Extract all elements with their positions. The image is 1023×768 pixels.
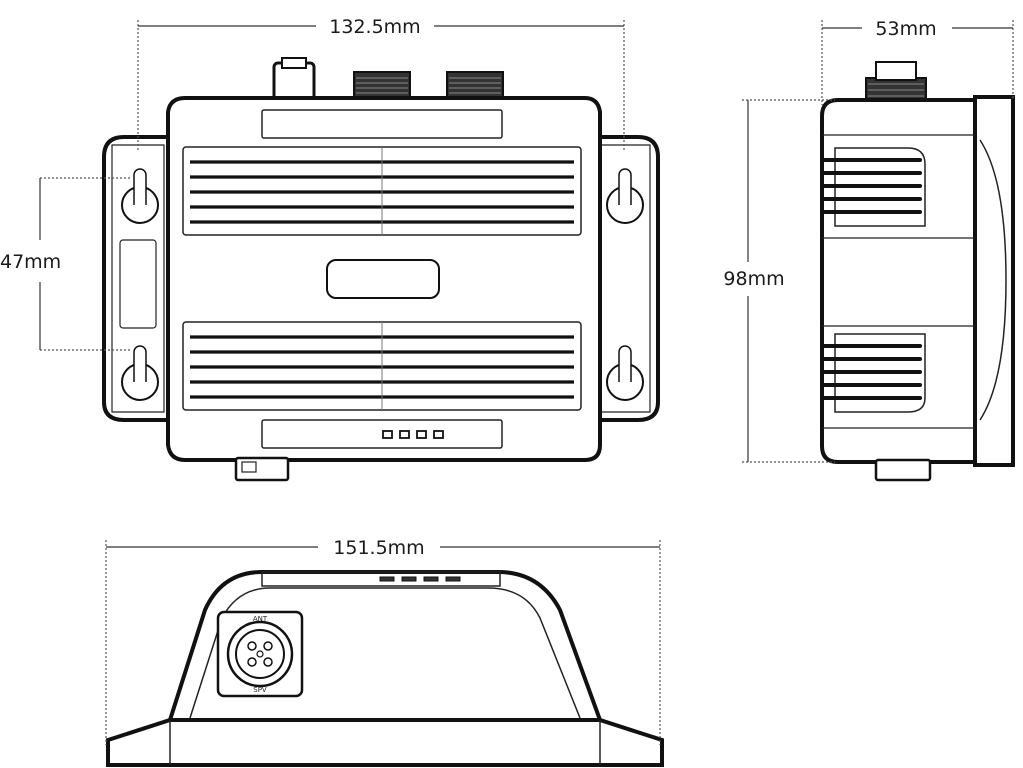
- side-body: [820, 98, 977, 464]
- front-view: [102, 57, 660, 482]
- bottom-status-leds: [379, 576, 461, 582]
- keyhole-slot-top-right: [606, 168, 644, 224]
- bottom-view: ANT SPV: [106, 570, 664, 767]
- dim-label-side-height: 98mm: [723, 268, 784, 290]
- side-power-connector: [874, 458, 932, 482]
- side-view: [820, 61, 1015, 482]
- bottom-base: [106, 718, 664, 767]
- connector-label-bottom: SPV: [253, 686, 267, 694]
- dim-label-mount-spacing: 47mm: [0, 251, 61, 273]
- bottom-top-strip: [261, 571, 501, 587]
- side-fins-bottom: [822, 344, 922, 400]
- connector-label-top: ANT: [253, 615, 268, 623]
- flange-label-recess: [119, 239, 157, 329]
- keyhole-slot-bottom-right: [606, 345, 644, 401]
- side-endcap: [973, 95, 1015, 467]
- dim-mount-spacing: 47mm: [0, 177, 130, 351]
- dim-label-front-width: 132.5mm: [329, 16, 420, 38]
- dim-bottom-width: 151.5mm: [105, 537, 661, 745]
- keyhole-slot-bottom-left: [121, 345, 159, 401]
- round-power-connector: ANT SPV: [216, 610, 304, 698]
- side-fins-top: [822, 158, 922, 214]
- bottom-label-strip: [261, 419, 503, 449]
- dim-label-bottom-width: 151.5mm: [333, 537, 424, 559]
- keyhole-slot-top-left: [121, 168, 159, 224]
- antenna-connector-cap: [281, 57, 307, 69]
- power-connector-front: [234, 456, 290, 482]
- dim-side-depth: 53mm: [821, 18, 1014, 105]
- dim-front-width: 132.5mm: [137, 16, 625, 150]
- vent-group-bottom: [182, 321, 582, 411]
- center-badge: [326, 259, 440, 299]
- dim-label-side-depth: 53mm: [875, 18, 936, 40]
- dim-side-height: 98mm: [723, 99, 835, 463]
- top-label-strip: [261, 109, 503, 139]
- vent-group-top: [182, 146, 582, 236]
- status-leds: [382, 430, 444, 439]
